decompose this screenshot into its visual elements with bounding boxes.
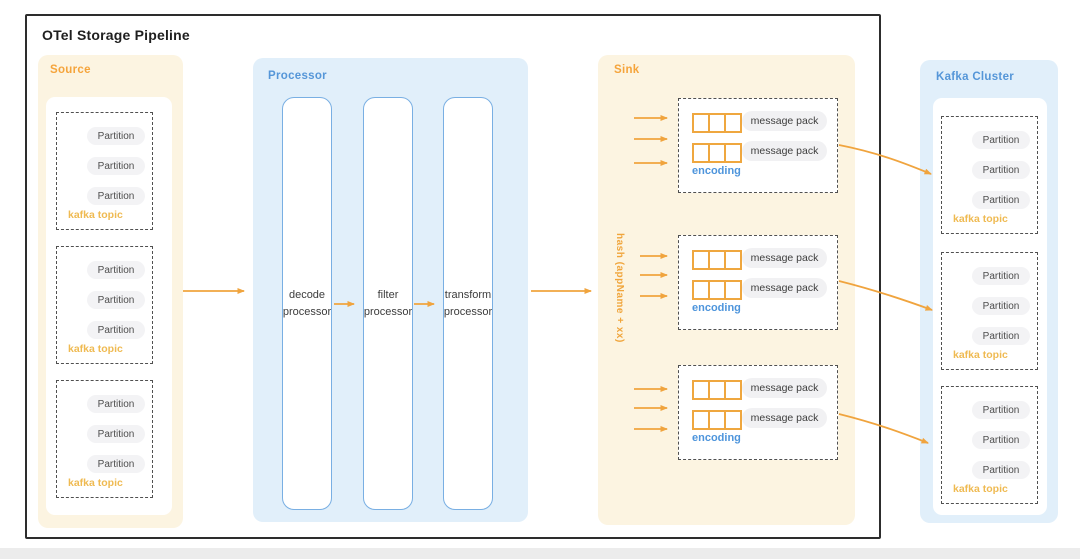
partition-pill: Partition — [87, 321, 145, 339]
source-section-label: Source — [50, 64, 91, 76]
filter-processor-box: filter processor — [363, 97, 413, 510]
encoding-group-box: message pack message pack encoding — [678, 365, 838, 460]
encoding-group-box: message pack message pack encoding — [678, 98, 838, 193]
stage-label-line: processor — [443, 306, 493, 318]
partition-pill: Partition — [87, 261, 145, 279]
partition-pill: Partition — [972, 161, 1030, 179]
kafka-topics-container: Partition Partition Partition kafka topi… — [933, 98, 1047, 515]
kafka-topic-box: Partition Partition Partition kafka topi… — [56, 246, 153, 364]
kafka-topic-label: kafka topic — [68, 209, 123, 221]
window-bottom-edge — [0, 548, 1080, 559]
partition-pill: Partition — [972, 327, 1030, 345]
kafka-topic-box: Partition Partition Partition kafka topi… — [56, 112, 153, 230]
kafka-topic-box: Partition Partition Partition kafka topi… — [941, 252, 1038, 370]
kafka-topic-label: kafka topic — [953, 213, 1008, 225]
kafka-topic-label: kafka topic — [68, 477, 123, 489]
partition-pill: Partition — [87, 187, 145, 205]
source-section: Source Partition Partition Partition kaf… — [38, 55, 183, 528]
kafka-topic-label: kafka topic — [68, 343, 123, 355]
message-pack-pill: message pack — [742, 141, 827, 161]
stage-label-line: decode — [288, 289, 326, 301]
partition-pill: Partition — [972, 131, 1030, 149]
sink-section: Sink hash (appName + xx) message pack me… — [598, 55, 855, 525]
buffer-cells — [692, 280, 742, 300]
buffer-cells — [692, 410, 742, 430]
kafka-topic-box: Partition Partition Partition kafka topi… — [941, 386, 1038, 504]
partition-pill: Partition — [87, 157, 145, 175]
transform-processor-box: transform processor — [443, 97, 493, 510]
message-pack-pill: message pack — [742, 408, 827, 428]
hash-routing-label: hash (appName + xx) — [614, 233, 625, 343]
partition-pill: Partition — [972, 191, 1030, 209]
kafka-cluster-label: Kafka Cluster — [936, 71, 1015, 83]
buffer-cells — [692, 143, 742, 163]
stage-label-line: filter — [377, 289, 399, 301]
message-pack-pill: message pack — [742, 278, 827, 298]
source-topics-container: Partition Partition Partition kafka topi… — [46, 97, 172, 515]
message-pack-pill: message pack — [742, 378, 827, 398]
partition-pill: Partition — [87, 127, 145, 145]
partition-pill: Partition — [972, 461, 1030, 479]
processor-section-label: Processor — [268, 70, 327, 82]
message-pack-pill: message pack — [742, 248, 827, 268]
encoding-label: encoding — [692, 302, 741, 314]
partition-pill: Partition — [972, 267, 1030, 285]
partition-pill: Partition — [87, 395, 145, 413]
buffer-cells — [692, 113, 742, 133]
partition-pill: Partition — [87, 455, 145, 473]
partition-pill: Partition — [87, 291, 145, 309]
stage-label-line: processor — [282, 306, 332, 318]
stage-label-line: processor — [363, 306, 413, 318]
sink-section-label: Sink — [614, 64, 640, 76]
encoding-label: encoding — [692, 432, 741, 444]
encoding-group-box: message pack message pack encoding — [678, 235, 838, 330]
stage-label-line: transform — [444, 289, 492, 301]
processor-section: Processor decode processor filter proces… — [253, 58, 528, 522]
page-title: OTel Storage Pipeline — [42, 27, 190, 43]
kafka-cluster-section: Kafka Cluster Partition Partition Partit… — [920, 60, 1058, 523]
encoding-label: encoding — [692, 165, 741, 177]
kafka-topic-box: Partition Partition Partition kafka topi… — [941, 116, 1038, 234]
buffer-cells — [692, 380, 742, 400]
partition-pill: Partition — [87, 425, 145, 443]
kafka-topic-box: Partition Partition Partition kafka topi… — [56, 380, 153, 498]
partition-pill: Partition — [972, 431, 1030, 449]
kafka-topic-label: kafka topic — [953, 349, 1008, 361]
partition-pill: Partition — [972, 401, 1030, 419]
kafka-topic-label: kafka topic — [953, 483, 1008, 495]
message-pack-pill: message pack — [742, 111, 827, 131]
buffer-cells — [692, 250, 742, 270]
partition-pill: Partition — [972, 297, 1030, 315]
decode-processor-box: decode processor — [282, 97, 332, 510]
